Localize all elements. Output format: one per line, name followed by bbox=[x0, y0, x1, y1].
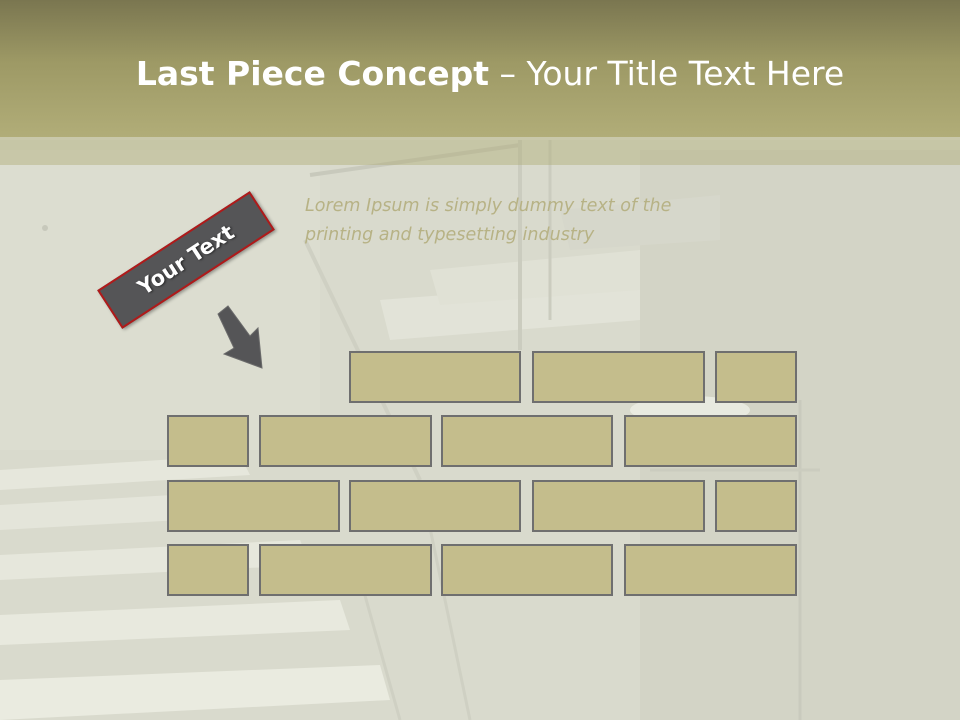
slide-title-rest: – Your Title Text Here bbox=[489, 54, 845, 93]
arrow-down-right-icon bbox=[217, 305, 263, 369]
brick bbox=[624, 544, 797, 596]
brick bbox=[349, 480, 521, 532]
brick bbox=[441, 415, 613, 467]
slide-title-bold: Last Piece Concept bbox=[135, 54, 490, 93]
slide-title: Last Piece Concept – Your Title Text Her… bbox=[0, 52, 960, 96]
brick bbox=[715, 480, 797, 532]
body-text: Lorem Ipsum is simply dummy text of the … bbox=[305, 196, 672, 245]
brick bbox=[441, 544, 613, 596]
brick bbox=[167, 415, 249, 467]
brick bbox=[167, 544, 249, 596]
brick bbox=[624, 415, 797, 467]
brick bbox=[167, 480, 340, 532]
brick bbox=[532, 351, 705, 403]
brick bbox=[715, 351, 797, 403]
title-bar-shadow bbox=[0, 137, 960, 165]
brick bbox=[259, 415, 432, 467]
brick bbox=[532, 480, 705, 532]
brick bbox=[349, 351, 521, 403]
brick bbox=[259, 544, 432, 596]
title-bar bbox=[0, 0, 960, 137]
